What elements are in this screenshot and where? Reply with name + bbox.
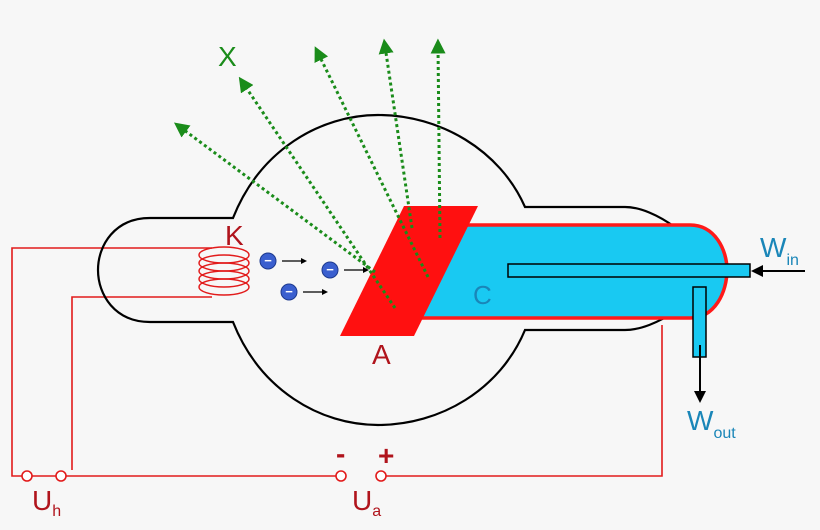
circuit: [11, 247, 663, 477]
terminal-ua-minus: [335, 470, 347, 482]
glass-tube: [96, 113, 712, 427]
plus-sign: +: [378, 440, 394, 471]
x-ray-beam-1: [173, 122, 376, 274]
x-ray-label: X: [218, 41, 237, 72]
minus-sign: -: [336, 438, 345, 469]
svg-text:−: −: [264, 253, 272, 268]
water-in-pipe: [507, 263, 751, 278]
anode-voltage-label: Ua: [352, 485, 381, 520]
svg-text:−: −: [326, 262, 334, 277]
x-ray-beam-5: [430, 38, 446, 239]
electron-1: −: [259, 252, 307, 270]
heater-voltage-label: Uh: [32, 485, 61, 520]
x-ray-beam-4: [378, 38, 414, 229]
x-ray-beams: [173, 38, 446, 309]
anode-target: [340, 206, 478, 336]
electron-3: −: [280, 283, 328, 301]
heater-wire-inner: [71, 296, 212, 470]
svg-text:−: −: [285, 284, 293, 299]
heater-wire-outer: [11, 247, 212, 477]
water-out-label: Wout: [687, 405, 736, 442]
electron-2: −: [321, 261, 369, 279]
cathode-label: K: [225, 220, 244, 251]
water-in-label: Win: [760, 232, 799, 269]
coolant-label: C: [473, 280, 492, 310]
terminal-ua-plus: [375, 470, 387, 482]
terminal-uh-left: [21, 470, 33, 482]
water-pipes: [507, 263, 805, 403]
terminals: [21, 470, 387, 482]
terminal-uh-right: [55, 470, 67, 482]
anode-label: A: [372, 339, 391, 370]
cathode-filament: [198, 246, 250, 296]
anode-supply-wire-right: [386, 325, 663, 477]
electrons: − − −: [259, 252, 369, 301]
